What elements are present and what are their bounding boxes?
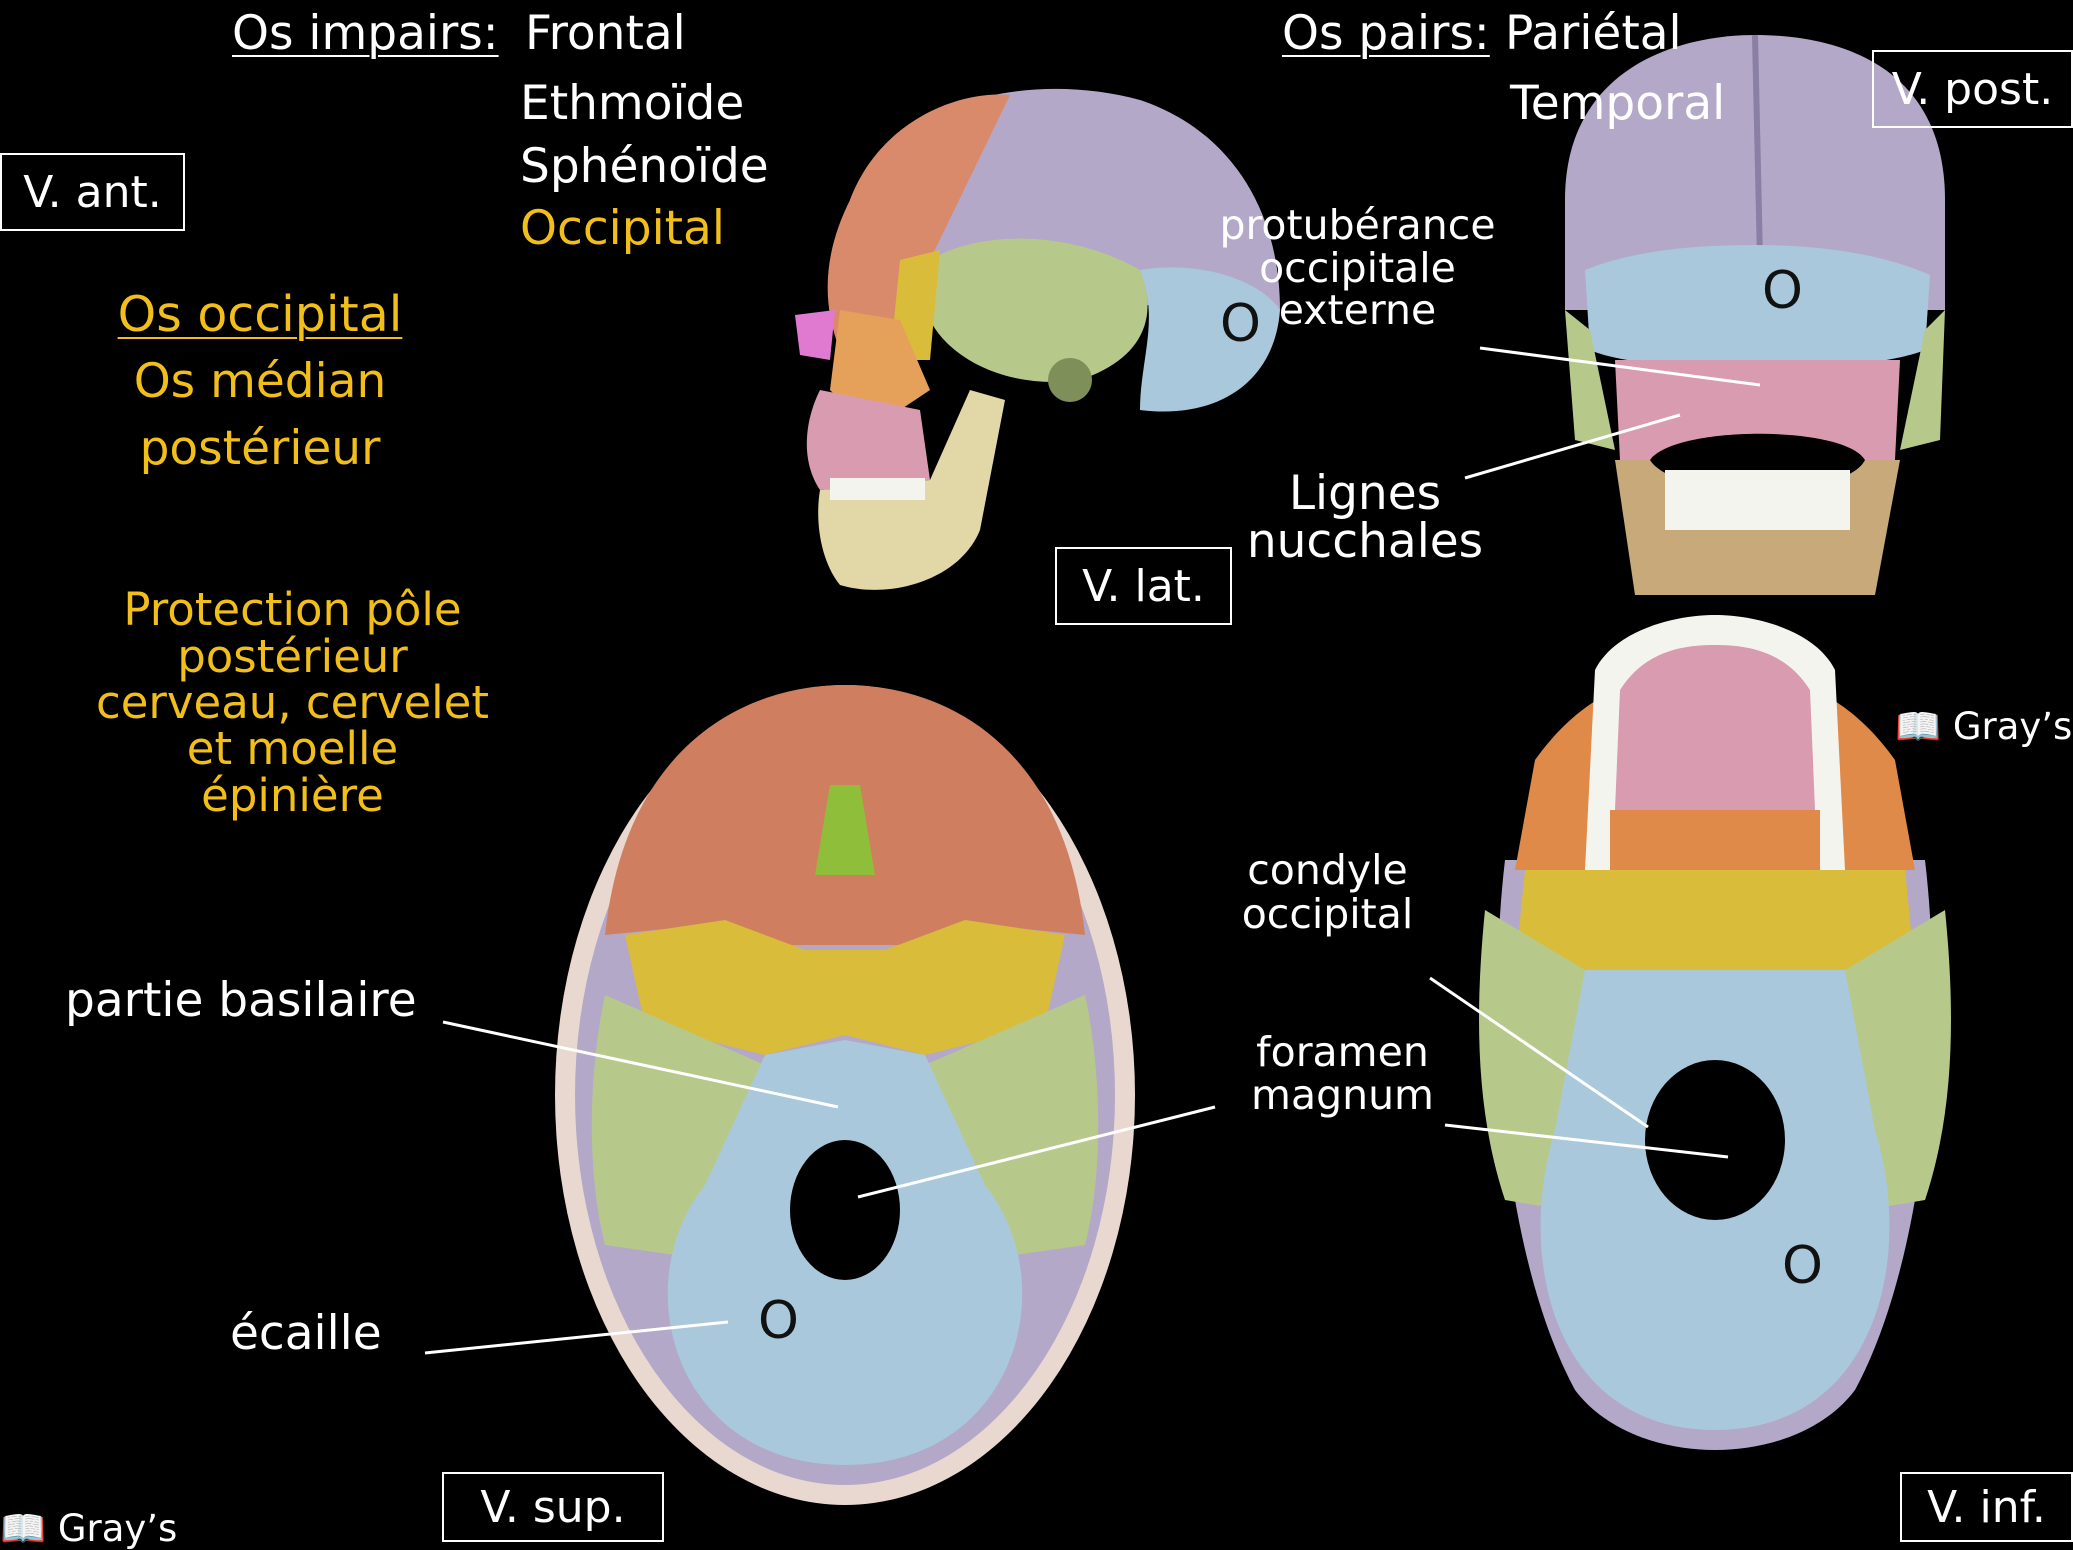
function-line-2: postérieur [177,630,408,683]
function-line-3: cerveau, cervelet [95,676,490,729]
grays-credit-bottom-text: Gray’s [57,1507,178,1550]
grays-credit-bottom: 📖 Gray’s [0,1510,177,1547]
label-condyle-1: condyle [1247,846,1408,894]
book-icon: 📖 [1895,705,1942,748]
posterior-skull-illustration [1565,34,1945,595]
lateral-skull-illustration [795,88,1280,590]
label-protuberance-1: protubérance [1219,201,1496,249]
leader-condyle [1429,976,1649,1129]
o-marker-lateral: O [1220,294,1261,354]
bone-occipital: Occipital [520,201,725,256]
occipital-subtitle-2: postérieur [139,421,381,476]
function-line-4: et moelle [186,722,399,775]
view-label-inferior: V. inf. [1900,1472,2073,1542]
bone-temporal: Temporal [1510,76,1726,131]
occipital-subtitle-1: Os médian [133,354,387,409]
leader-protuberance [1479,346,1761,387]
superior-view-illustration [555,685,1135,1505]
bone-parietal: Pariétal [1505,6,1682,61]
inferior-view-illustration [1479,615,1951,1450]
occipital-title: Os occipital [117,286,403,343]
label-ecaille: écaille [230,1306,382,1361]
leader-foramen-inf [1444,1123,1729,1159]
leader-ecaille [424,1320,729,1355]
book-icon: 📖 [0,1507,47,1550]
function-line-5: épinière [201,769,384,822]
bone-frontal: Frontal [525,6,686,61]
function-line-1: Protection pôle [123,583,462,636]
label-partie-basilaire: partie basilaire [65,973,417,1028]
o-marker-posterior: O [1762,261,1803,321]
view-label-anterior: V. ant. [0,153,185,231]
leader-partie-basilaire [442,1020,839,1109]
bone-ethmoide: Ethmoïde [520,76,745,131]
view-label-superior: V. sup. [442,1472,664,1542]
grays-credit-right-text: Gray’s [1952,705,2073,748]
label-condyle-2: occipital [1241,890,1414,938]
view-label-posterior: V. post. [1872,50,2073,128]
impairs-label: Os impairs: [232,6,499,61]
leader-lignes [1464,413,1681,480]
pairs-label: Os pairs: [1282,6,1490,61]
o-marker-inferior: O [1782,1236,1823,1296]
view-label-lateral: V. lat. [1055,547,1232,625]
bone-sphenoide: Sphénoïde [520,139,769,194]
grays-credit-right: 📖 Gray’s [1895,708,2072,745]
o-marker-superior: O [758,1291,799,1351]
label-foramen-2: magnum [1251,1071,1434,1119]
leader-foramen-sup [857,1105,1216,1199]
label-lignes-2: nucchales [1246,514,1484,569]
label-protuberance-2: occipitale [1259,244,1456,292]
label-foramen-1: foramen [1256,1028,1429,1076]
label-protuberance-3: externe [1278,286,1437,334]
label-lignes-1: Lignes [1288,466,1442,521]
